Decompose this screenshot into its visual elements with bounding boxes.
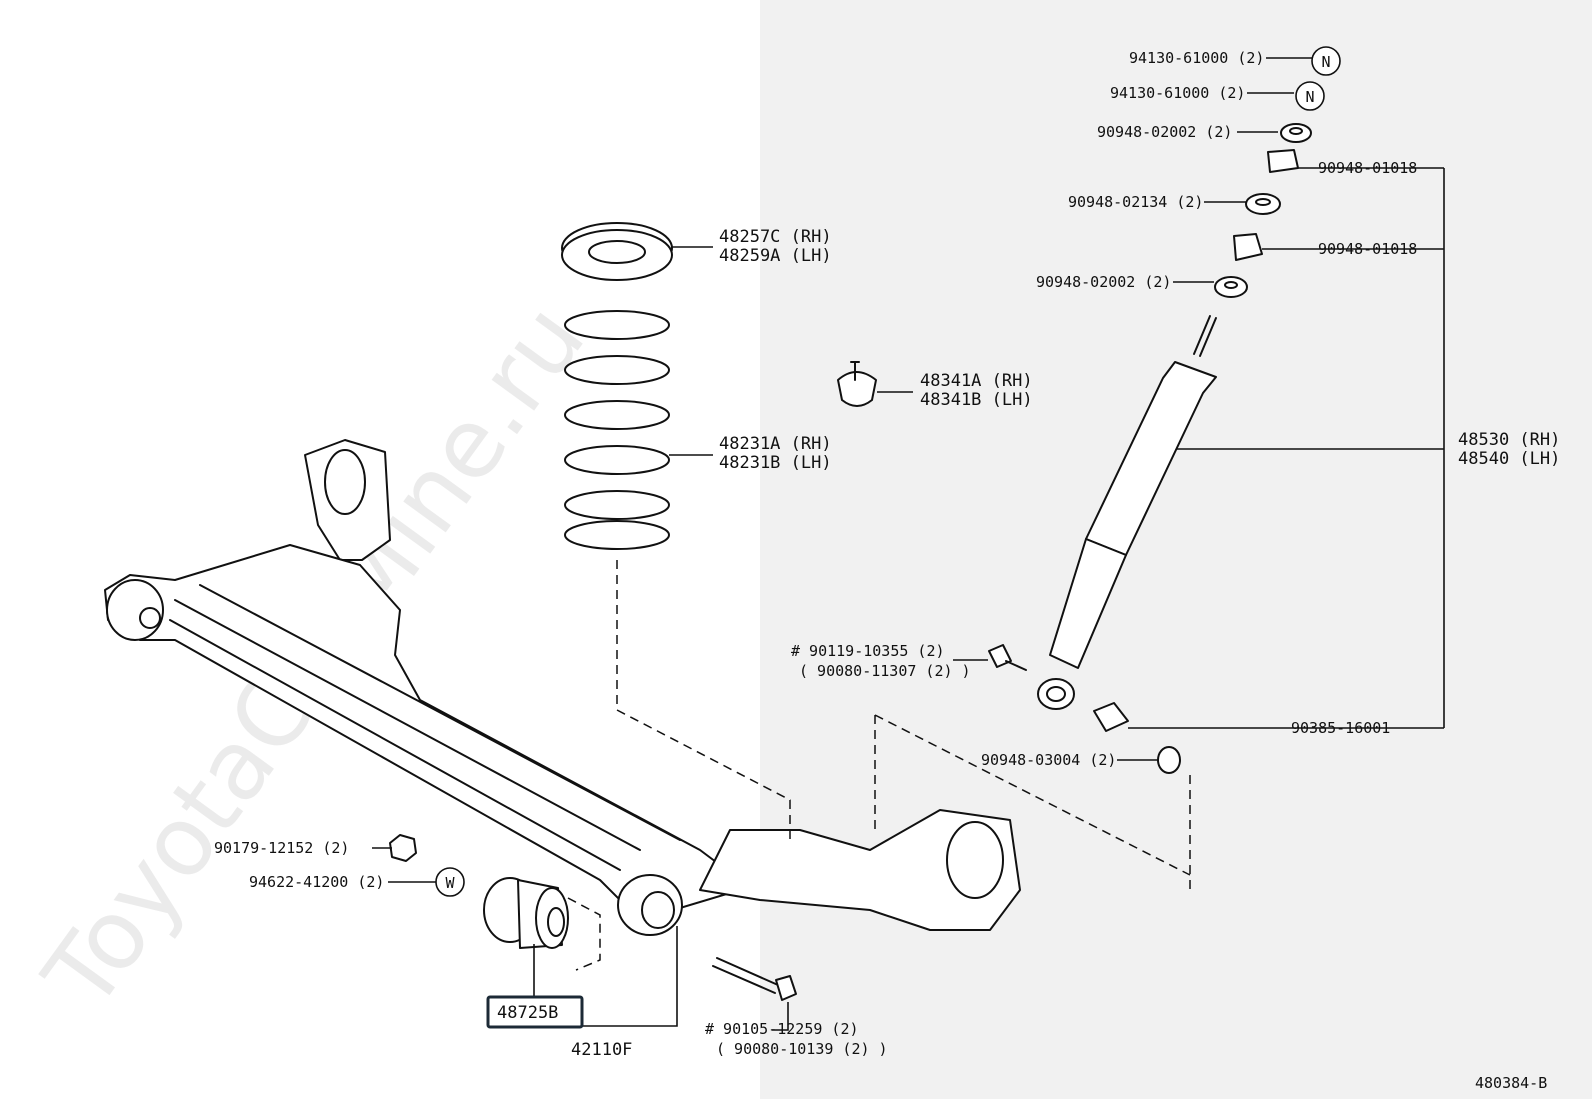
circle-marker-n-2-text: N [1305,88,1314,106]
highlight-box[interactable] [486,995,584,1029]
background-panel [760,0,1592,1099]
label-washer-b[interactable]: 90948-02134 (2) [1068,193,1203,211]
label-spring-seat-lh[interactable]: 48259A (LH) [719,246,832,266]
left-bracket [304,439,391,561]
bump-stopper [837,361,877,407]
label-n-bolt-2[interactable]: 94130-61000 (2) [1110,84,1245,102]
label-absorber-rh[interactable]: 48530 (RH) [1458,430,1560,450]
label-absorber-lh[interactable]: 48540 (LH) [1458,449,1560,469]
figure-id: 480384-B [1475,1074,1547,1092]
washer-b-hole [1255,198,1271,206]
washer-low-hole [1224,281,1238,289]
label-washer-a-low[interactable]: 90948-02002 (2) [1036,273,1171,291]
washer-top-hole [1289,127,1303,135]
guide-lines [567,560,1191,971]
label-bushing-highlighted[interactable]: 48725B [497,1003,558,1023]
label-cushion-2[interactable]: 90948-01018 [1318,240,1417,258]
label-bumper-rh[interactable]: 48341A (RH) [920,371,1033,391]
absorber-lower-body [1049,538,1127,669]
circle-marker-n-1-text: N [1321,53,1330,71]
upper-bolt-shank [1005,660,1027,671]
nut-part [389,834,417,862]
label-washer-c[interactable]: 90948-03004 (2) [981,751,1116,769]
coil-spring [564,310,670,550]
label-cushion-1[interactable]: 90948-01018 [1318,159,1417,177]
beam-body [104,544,791,921]
left-pivot [106,579,164,641]
washer-c-part [1157,746,1181,774]
leader-lines [372,57,1445,1031]
front-pivot-hole [641,891,675,929]
shock-absorber-assembly [988,123,1312,774]
lower-bolt-part [712,957,797,1001]
bushing-part [483,877,569,949]
circle-marker-n-2: N [1295,81,1325,111]
left-pivot-hole [139,607,161,629]
circle-marker-w: W [435,867,465,897]
front-pivot [617,874,683,936]
absorber-eye [1037,678,1075,710]
absorber-rod [1193,315,1217,357]
label-w-washer[interactable]: 94622-41200 (2) [249,873,384,891]
label-spring-rh[interactable]: 48231A (RH) [719,434,832,454]
label-spring-lh[interactable]: 48231B (LH) [719,453,832,473]
label-bumper-lh[interactable]: 48341B (LH) [920,390,1033,410]
label-bolt-lower-alt[interactable]: ( 90080-10139 (2) ) [716,1040,888,1058]
label-n-bolt-1[interactable]: 94130-61000 (2) [1129,49,1264,67]
circle-marker-w-text: W [445,874,455,892]
label-bolt-upper-alt[interactable]: ( 90080-11307 (2) ) [799,662,971,680]
part-labels: 94130-61000 (2) 94130-61000 (2) 90948-02… [214,49,1560,1092]
cushion-1-part [1267,149,1299,173]
spring-seat [561,222,673,281]
label-lower-bushing[interactable]: 90385-16001 [1291,719,1390,737]
label-bolt-upper[interactable]: # 90119-10355 (2) [791,642,945,660]
lower-bushing-part [1093,702,1129,732]
right-mount [699,809,1021,931]
absorber-eye-hole [1046,686,1066,702]
beam-edge-lines [169,584,681,871]
axle-beam [104,439,1021,936]
circle-marker-n-1: N [1311,46,1341,76]
cushion-2-part [1233,233,1263,261]
right-mount-hole [946,821,1004,899]
label-bolt-lower[interactable]: # 90105-12259 (2) [705,1020,859,1038]
label-washer-a-top[interactable]: 90948-02002 (2) [1097,123,1232,141]
label-axle-beam[interactable]: 42110F [571,1040,632,1060]
left-bracket-hole [324,449,366,515]
label-nut[interactable]: 90179-12152 (2) [214,839,349,857]
label-spring-seat-rh[interactable]: 48257C (RH) [719,227,832,247]
